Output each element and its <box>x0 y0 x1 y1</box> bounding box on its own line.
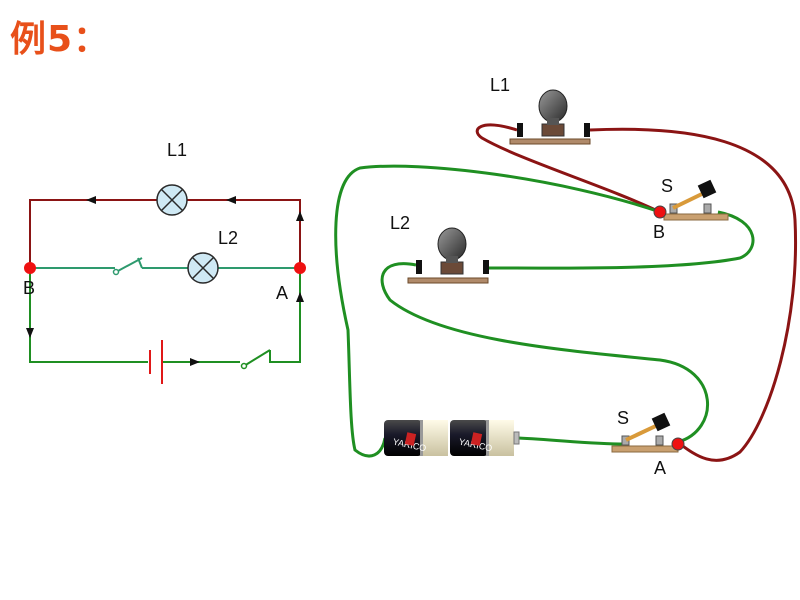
arrow-top-left <box>86 196 96 204</box>
schematic-switch-main <box>243 349 271 367</box>
schematic-node-a <box>294 262 306 274</box>
page-title: 例5： <box>10 19 111 60</box>
physical-label-s-top: S <box>661 176 673 196</box>
physical-label-l1: L1 <box>490 75 510 95</box>
schematic-wire-bottom <box>29 268 301 363</box>
arrow-right-up-top <box>296 211 304 221</box>
switch-top <box>663 179 729 221</box>
arrow-top-right <box>226 196 236 204</box>
schematic-label-a: A <box>276 283 288 303</box>
physical-label-l2: L2 <box>390 213 410 233</box>
battery-left: YARICO <box>384 420 448 456</box>
schematic-lamp-l1 <box>156 184 188 216</box>
physical-label-a: A <box>654 458 666 478</box>
schematic-label-b: B <box>23 278 35 298</box>
schematic-node-b <box>24 262 36 274</box>
schematic-switch-l2 <box>115 257 143 273</box>
schematic-lamp-l2 <box>187 252 219 284</box>
schematic-diagram: L1 L2 B A <box>23 140 306 384</box>
switch-bottom <box>611 412 679 453</box>
wire-battery-to-switch-bottom <box>517 436 626 446</box>
schematic-label-l1: L1 <box>167 140 187 160</box>
physical-label-b: B <box>653 222 665 242</box>
schematic-switch-l2-pivot <box>112 268 120 276</box>
battery-right: YARICO <box>450 420 520 456</box>
physical-node-b <box>653 205 667 219</box>
schematic-label-l2: L2 <box>218 228 238 248</box>
arrow-right-up-bottom <box>296 292 304 302</box>
physical-circuit: YARICO YARICO L1 L2 S B S A <box>334 75 798 478</box>
wire-switch-top-to-l2 <box>487 210 755 270</box>
wire-l1-right-to-a <box>589 127 798 462</box>
wire-l2-to-battery-loop <box>380 262 710 444</box>
schematic-wire-middle <box>30 257 300 269</box>
physical-label-s-bottom: S <box>617 408 629 428</box>
lamp-l1 <box>509 89 591 145</box>
schematic-switch-main-pivot <box>240 362 248 370</box>
arrow-bottom-right <box>190 358 200 366</box>
physical-node-a <box>671 437 685 451</box>
wire-l1-left-to-b <box>475 123 661 214</box>
arrow-left-down <box>26 328 34 338</box>
wire-b-to-l1-loop <box>334 164 661 458</box>
lamp-l2 <box>407 227 489 284</box>
